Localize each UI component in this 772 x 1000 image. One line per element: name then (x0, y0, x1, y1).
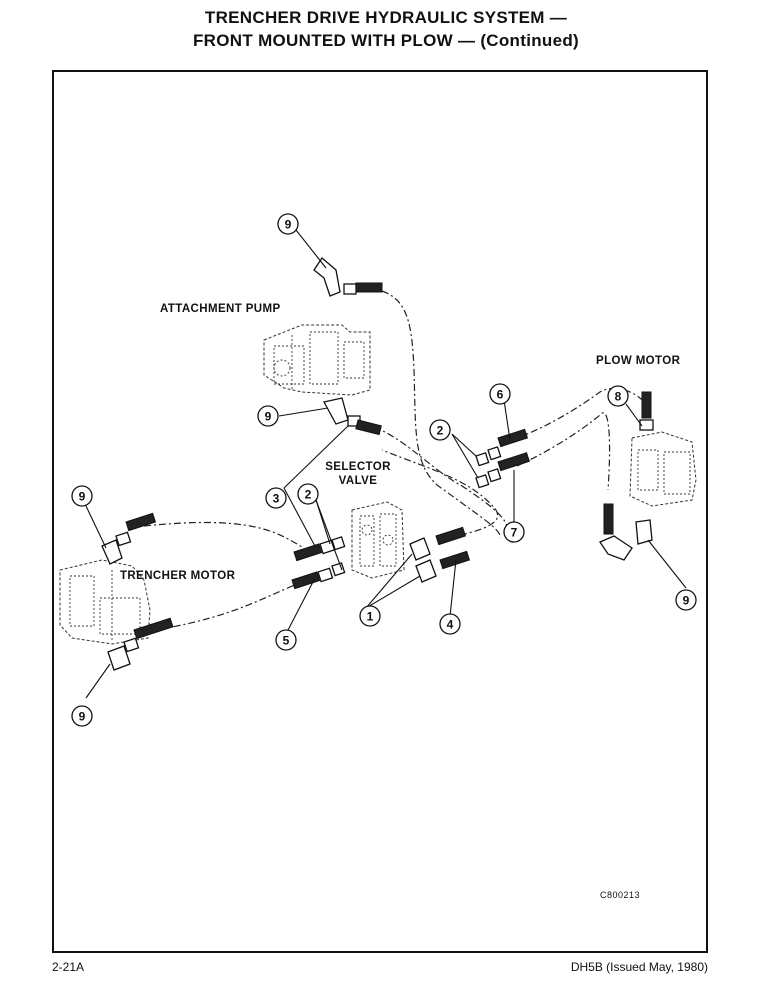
svg-text:2: 2 (305, 488, 312, 502)
svg-text:9: 9 (285, 218, 292, 232)
svg-text:5: 5 (283, 634, 290, 648)
page-title-line-1: TRENCHER DRIVE HYDRAULIC SYSTEM — (204, 8, 568, 27)
figure-code: C800213 (600, 890, 640, 900)
callout-2-left: 2 (297, 483, 319, 505)
page-title-line-2: FRONT MOUNTED WITH PLOW — (Continued) (193, 31, 579, 50)
callouts: 9 9 9 9 9 3 2 5 1 4 2 6 7 8 (71, 213, 697, 727)
svg-text:3: 3 (273, 492, 280, 506)
label-trencher-motor: TRENCHER MOTOR (120, 570, 236, 582)
selector-valve (351, 501, 405, 579)
fittings (101, 257, 654, 671)
label-valve: VALVE (339, 475, 378, 487)
callout-5: 5 (275, 629, 297, 651)
plow-motor (629, 431, 697, 507)
callout-4: 4 (439, 613, 461, 635)
svg-text:9: 9 (79, 710, 86, 724)
svg-text:9: 9 (79, 490, 86, 504)
svg-text:2: 2 (437, 424, 444, 438)
diagram-frame (52, 70, 708, 953)
page-number: 2-21A (52, 960, 85, 974)
leader-lines (85, 229, 687, 699)
svg-text:7: 7 (511, 526, 518, 540)
callout-9-right: 9 (675, 589, 697, 611)
label-plow-motor: PLOW MOTOR (596, 355, 681, 367)
svg-text:9: 9 (265, 410, 272, 424)
svg-text:1: 1 (367, 610, 374, 624)
callout-9-bottom-left: 9 (71, 705, 93, 727)
svg-text:4: 4 (447, 618, 454, 632)
hose-lines (143, 290, 648, 633)
callout-1: 1 (359, 605, 381, 627)
attachment-pump (263, 324, 371, 396)
trencher-motor (59, 559, 151, 645)
callout-2-right: 2 (429, 419, 451, 441)
callout-9-top: 9 (277, 213, 299, 235)
document-reference: DH5B (Issued May, 1980) (570, 960, 708, 974)
label-attachment-pump: ATTACHMENT PUMP (160, 303, 281, 315)
callout-7: 7 (503, 521, 525, 543)
callout-8: 8 (607, 385, 629, 407)
callout-6: 6 (489, 383, 511, 405)
callout-9-left: 9 (71, 485, 93, 507)
hydraulic-diagram: 9 9 9 9 9 3 2 5 1 4 2 6 7 8 ATTACHMENT P… (59, 213, 697, 900)
svg-text:6: 6 (497, 388, 504, 402)
label-selector: SELECTOR (325, 461, 391, 473)
svg-text:9: 9 (683, 594, 690, 608)
callout-3: 3 (265, 487, 287, 509)
callout-9-pump: 9 (257, 405, 279, 427)
svg-text:8: 8 (615, 390, 622, 404)
